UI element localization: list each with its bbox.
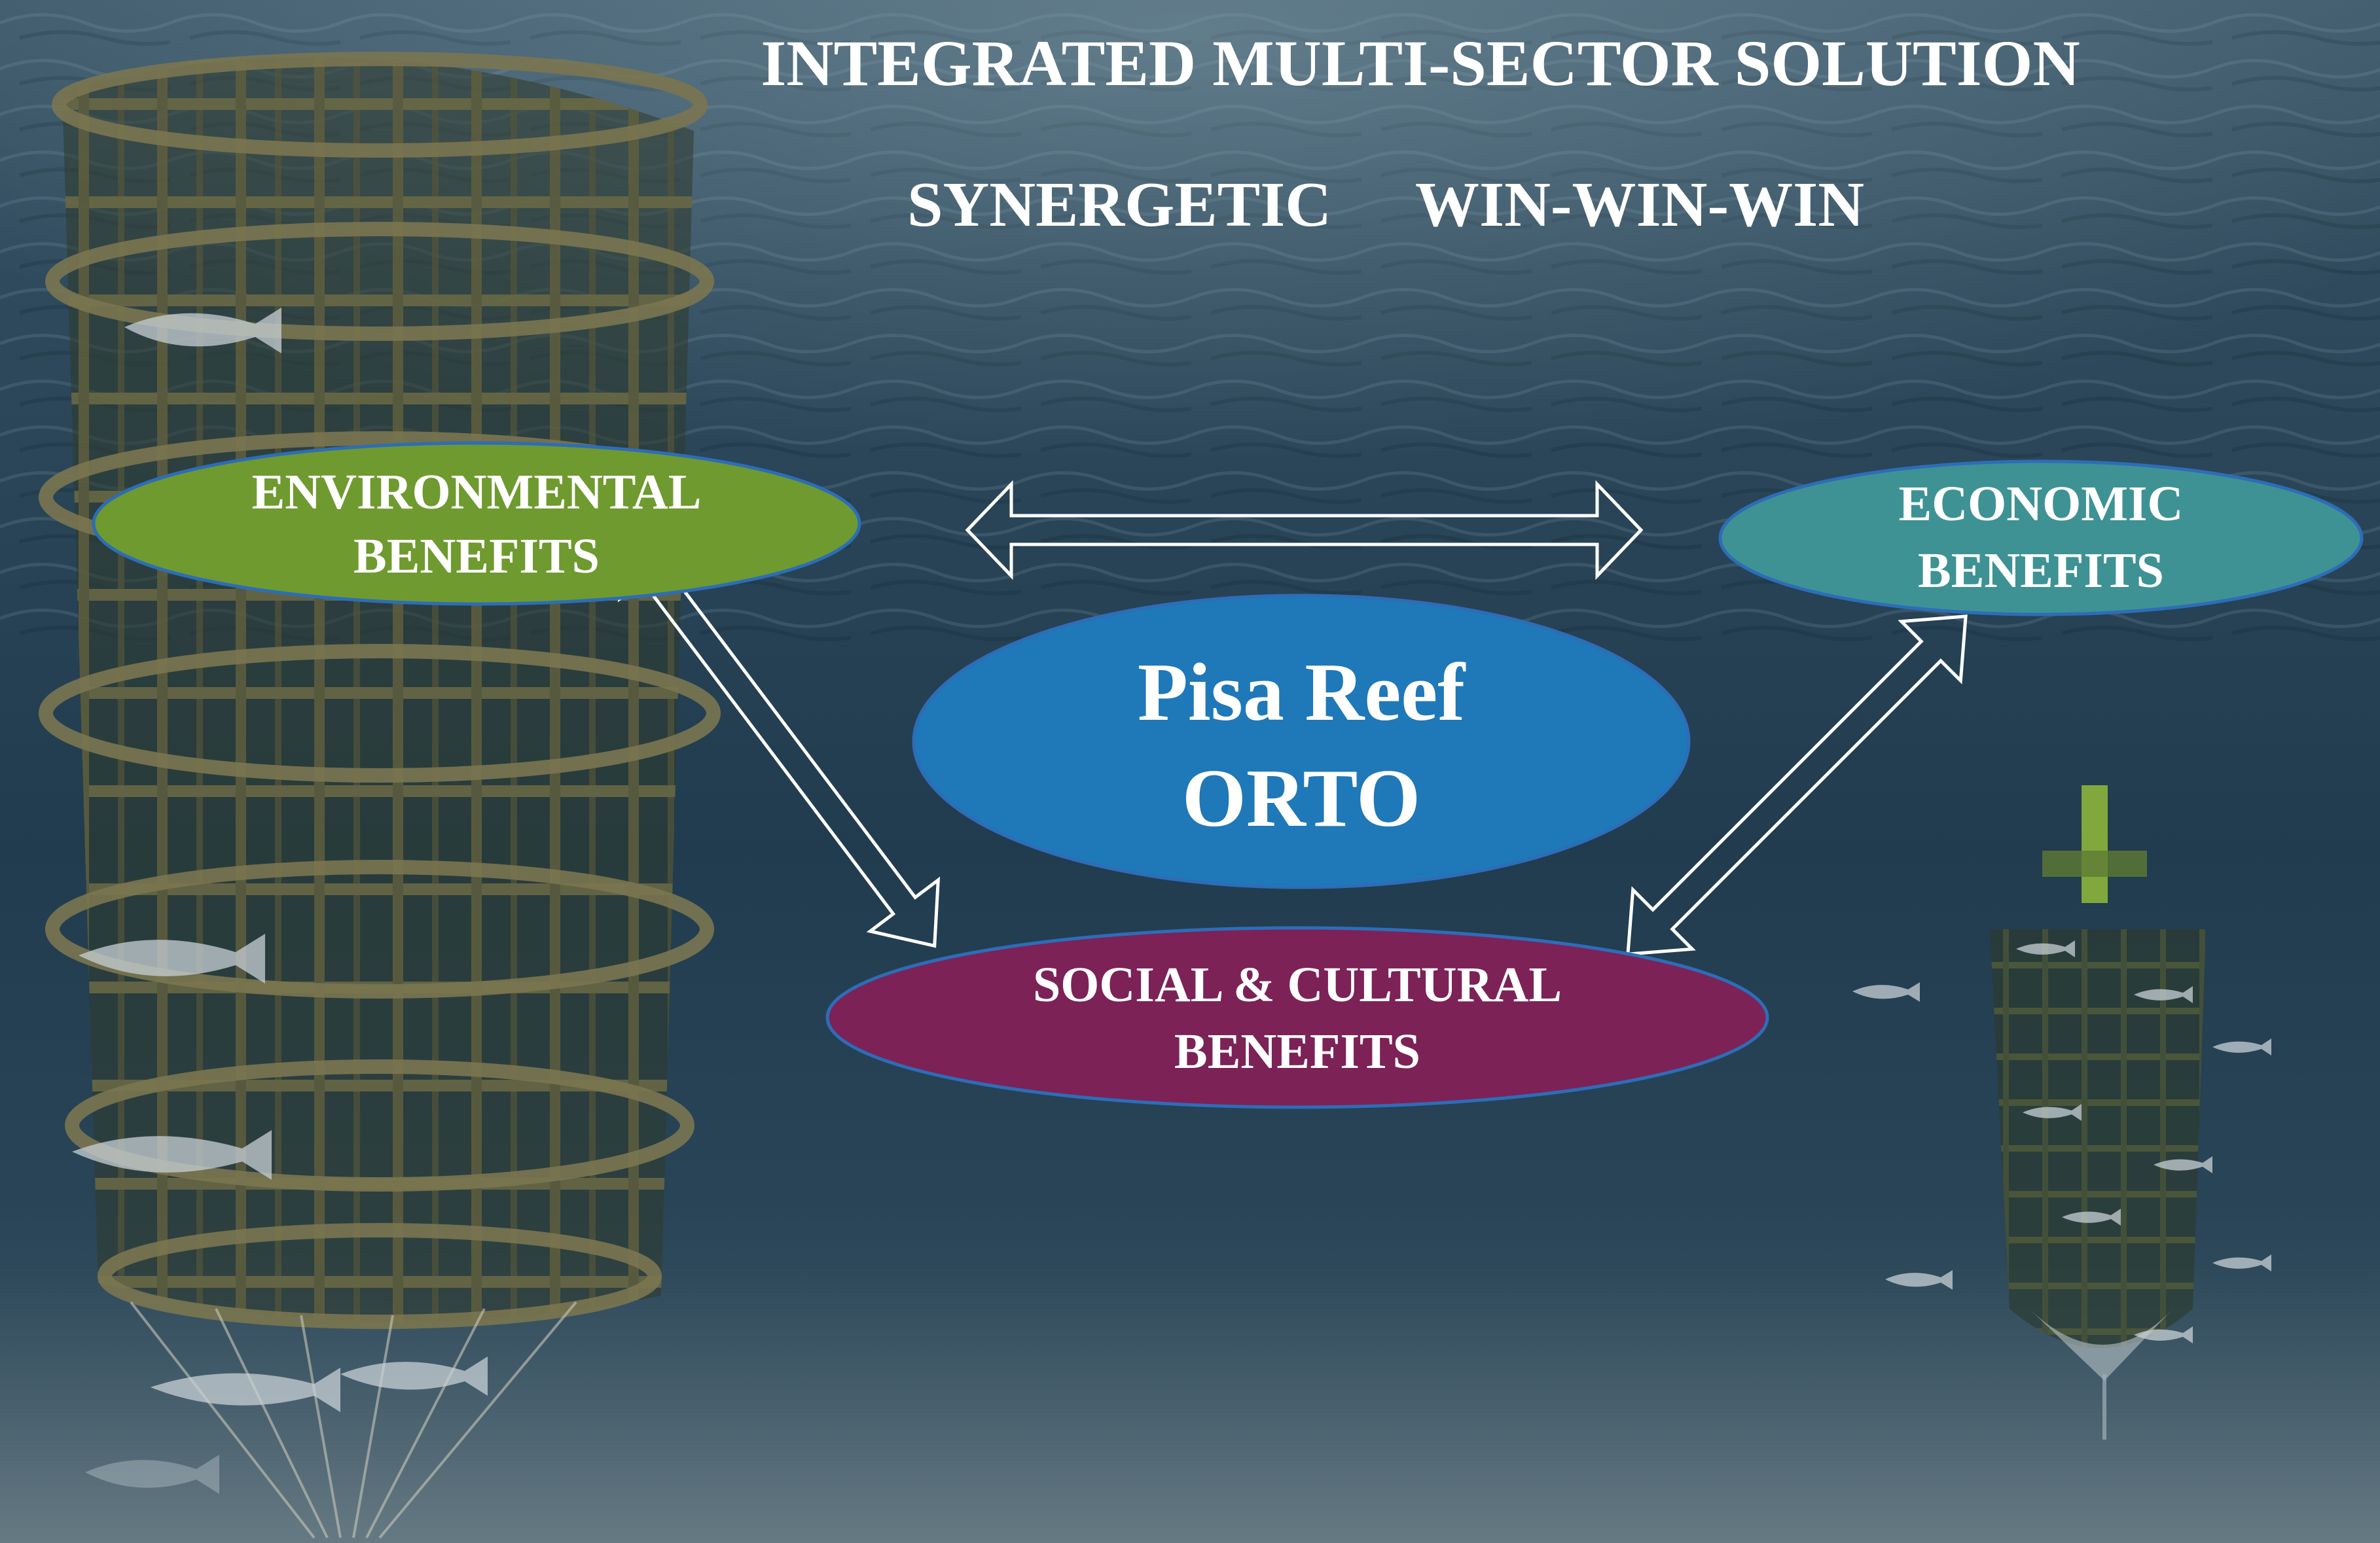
environmental-benefits-node (92, 441, 861, 606)
tagline-synergetic: SYNERGETIC (907, 169, 1331, 240)
economic-benefits-line2: BENEFITS (1918, 543, 2164, 598)
diagram-title: INTEGRATED MULTI-SECTOR SOLUTION (761, 27, 2080, 99)
right-reef-tower-icon (1990, 785, 2206, 1440)
orto-label: ORTO (1182, 753, 1420, 844)
social-cultural-benefits-line1: SOCIAL & CULTURAL (1033, 957, 1562, 1012)
social-cultural-benefits-line2: BENEFITS (1174, 1024, 1420, 1079)
environmental-benefits-line2: BENEFITS (353, 529, 600, 584)
economic-benefits-line1: ECONOMIC (1899, 476, 2184, 531)
left-reef-tower-icon (39, 52, 721, 1539)
tagline-win-win-win: WIN-WIN-WIN (1415, 169, 1864, 240)
social-cultural-benefits-node (825, 926, 1769, 1109)
fish-icon (72, 308, 2271, 1494)
arrow-environmental-economic (965, 480, 1644, 580)
pisa-reef-orto-node (912, 594, 1691, 889)
arrow-economic-social (1626, 614, 1968, 956)
environmental-benefits-line1: ENVIRONMENTAL (252, 465, 702, 520)
economic-benefits-node (1718, 459, 2364, 616)
pisa-reef-label: Pisa Reef (1138, 647, 1466, 738)
